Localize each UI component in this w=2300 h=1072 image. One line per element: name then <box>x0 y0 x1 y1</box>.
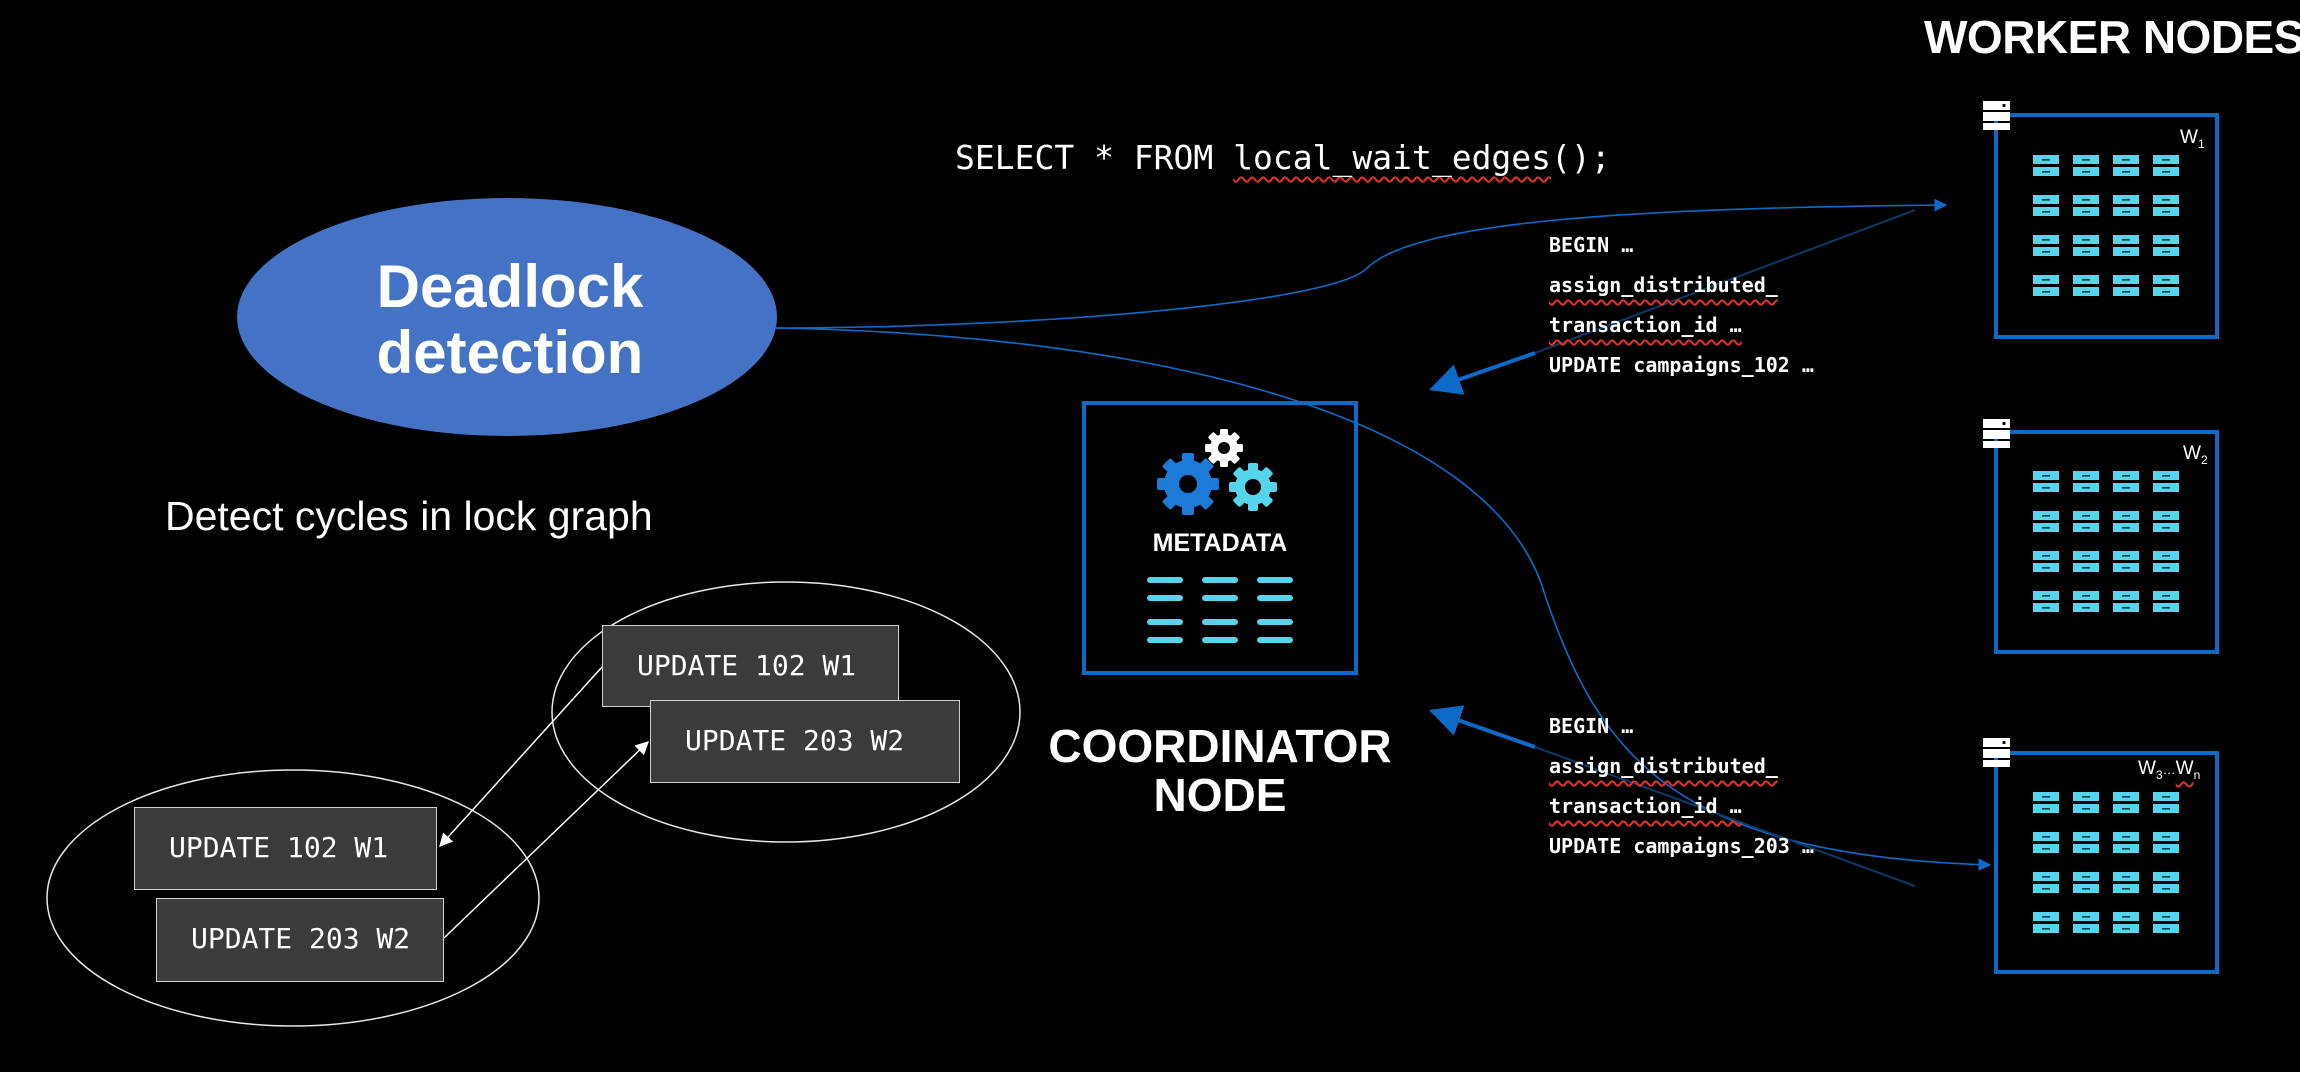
lock-graph-caption: Detect cycles in lock graph <box>165 493 653 539</box>
worker-node-w2 <box>1983 419 2219 654</box>
query-curve-w1 <box>774 198 1948 329</box>
query-curve-wn <box>774 327 1992 872</box>
lock-node-box: UPDATE 102 W1 <box>602 625 899 707</box>
transaction-line: BEGIN … <box>1549 714 1634 738</box>
transaction-line: transaction_id … <box>1549 794 1742 818</box>
transaction-line: UPDATE campaigns_203 … <box>1549 834 1814 858</box>
gears-icon <box>1157 429 1277 515</box>
transaction-arrow-bottom <box>1428 705 1536 749</box>
sql-function: local_wait_edges <box>1233 138 1552 177</box>
worker-node-w1 <box>1983 101 2219 339</box>
deadlock-title-line1: Deadlock <box>376 253 644 320</box>
deadlock-title-line2: detection <box>376 319 644 386</box>
wait-edge-arrow <box>443 741 649 939</box>
transaction-arrow-top <box>1428 351 1536 395</box>
transaction-line: transaction_id … <box>1549 313 1742 337</box>
metadata-lines-icon <box>1147 577 1293 643</box>
transaction-line: assign_distributed_ <box>1549 754 1778 778</box>
worker-nodes-title: WORKER NODES <box>1924 11 2300 63</box>
worker-label-w3-wn: W3…Wn <box>2138 758 2201 782</box>
wait-edge-arrow <box>439 666 603 848</box>
transaction-line: UPDATE campaigns_102 … <box>1549 353 1814 377</box>
transaction-line: BEGIN … <box>1549 233 1634 257</box>
lock-node-box: UPDATE 203 W2 <box>156 898 444 982</box>
lock-cluster-top-ellipse <box>551 581 1021 843</box>
coordinator-box <box>1082 401 1358 675</box>
deadlock-ellipse <box>237 198 777 436</box>
coordinator-title-line1: COORDINATOR <box>1048 720 1392 772</box>
deadlock-detection-title: Deadlock detection <box>240 254 780 386</box>
coordinator-node-title: COORDINATOR NODE <box>1040 722 1400 820</box>
metadata-label: METADATA <box>1152 529 1288 557</box>
sql-query: SELECT * FROM local_wait_edges(); <box>955 138 1611 177</box>
sql-prefix: SELECT * FROM <box>955 138 1234 177</box>
worker-label-w1: W1 <box>2180 127 2205 151</box>
worker-label-w2: W2 <box>2183 443 2208 467</box>
transaction-line: assign_distributed_ <box>1549 273 1778 297</box>
sql-suffix: (); <box>1551 138 1611 177</box>
lock-node-box: UPDATE 203 W2 <box>650 700 960 783</box>
lock-cluster-bottom-ellipse <box>46 769 540 1027</box>
reply-line <box>1534 209 1916 354</box>
coordinator-title-line2: NODE <box>1153 769 1287 821</box>
worker-node-w3-wn <box>1983 738 2219 974</box>
reply-line <box>1534 746 1916 887</box>
lock-node-box: UPDATE 102 W1 <box>134 807 437 890</box>
